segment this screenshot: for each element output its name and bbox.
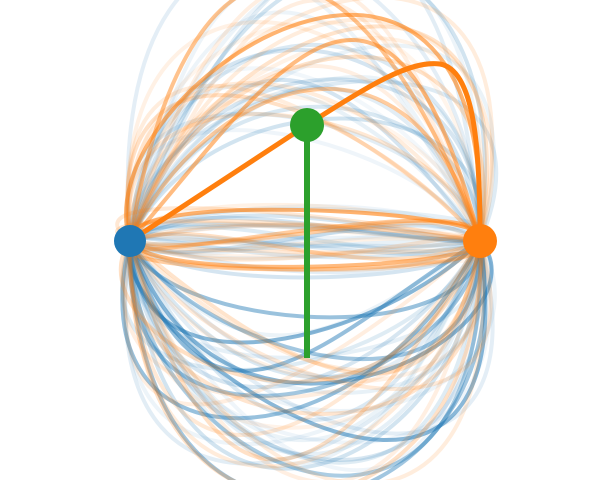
trajectory-curve — [128, 239, 482, 373]
trajectory-curve — [128, 239, 482, 465]
trajectory-curve — [128, 37, 482, 243]
trajectory-curve — [125, 128, 482, 243]
trajectory-curve — [128, 0, 495, 243]
trajectory-curve — [126, 239, 488, 442]
trajectory-curve — [128, 239, 487, 384]
trajectory-curve — [128, 77, 482, 243]
trajectory-curve — [128, 0, 482, 243]
trajectory-curve — [127, 239, 482, 430]
trajectory-curve — [128, 239, 482, 390]
trajectory-curve — [128, 239, 482, 376]
trajectory-curve — [128, 239, 493, 391]
trajectory-curve — [128, 239, 482, 437]
trajectory-curve — [128, 24, 489, 243]
trajectory-curve — [128, 238, 482, 251]
trajectory-curve — [128, 239, 482, 380]
trajectory-curve — [128, 239, 482, 462]
trajectory-curve — [128, 77, 483, 243]
trajectory-curve — [128, 0, 484, 243]
trajectory-curve — [127, 239, 482, 398]
trajectory-curve — [128, 83, 482, 243]
trajectory-curve — [128, 239, 483, 362]
trajectory-curve — [128, 239, 494, 386]
trajectory-curve — [122, 239, 482, 407]
trajectory-curve — [128, 215, 482, 243]
trajectory-curve — [128, 86, 482, 243]
trajectory-curve — [127, 239, 483, 480]
trajectory-curve — [128, 0, 482, 243]
trajectory-curve — [128, 223, 482, 244]
trajectory-curve — [128, 75, 482, 243]
node-right-orange — [463, 224, 497, 258]
trajectory-curve — [123, 239, 482, 466]
trajectory-curve — [120, 239, 482, 421]
trajectory-curve — [126, 239, 483, 416]
trajectory-curve — [128, 239, 485, 480]
trajectory-curve — [128, 239, 495, 436]
node-top-green — [290, 108, 324, 142]
trajectory-curve — [127, 239, 486, 360]
trajectory-curve — [128, 17, 495, 243]
trajectory-curve — [125, 93, 482, 243]
trajectory-curve — [120, 239, 482, 372]
trajectory-curve — [128, 85, 482, 243]
trajectory-curve — [127, 239, 483, 478]
trajectory-curve — [128, 239, 482, 380]
trajectory-curve — [128, 104, 483, 243]
trajectory-curve — [115, 218, 482, 243]
trajectory-curve — [124, 12, 483, 243]
trajectory-curve — [127, 239, 482, 469]
trajectory-curve — [126, 20, 482, 243]
trajectory-curve — [128, 231, 482, 261]
trajectory-curve — [128, 236, 482, 254]
trajectory-curve — [125, 0, 482, 243]
trajectory-curve — [128, 79, 499, 243]
trajectory-curve — [128, 239, 482, 471]
trajectory-curve — [128, 47, 482, 243]
trajectory-curve — [128, 93, 482, 243]
trajectory-curve — [128, 223, 482, 255]
trajectory-curve — [128, 213, 482, 243]
trajectory-curve — [126, 112, 482, 243]
trajectory-curve — [128, 10, 482, 243]
trajectory-curve — [126, 19, 482, 243]
trajectory-curve — [128, 239, 487, 480]
trajectory-curve — [128, 239, 483, 320]
trajectory-curve — [128, 239, 482, 480]
trajectory-curve — [128, 239, 482, 466]
trajectory-curve — [128, 116, 484, 243]
trajectory-curve — [120, 239, 484, 400]
trajectory-curve — [128, 224, 482, 254]
highlight-trajectory — [127, 61, 483, 244]
trajectory-curve — [128, 220, 482, 256]
orange-trajectory-group — [115, 0, 496, 480]
trajectory-curve — [118, 239, 482, 384]
trajectory-curve — [128, 239, 482, 338]
trajectory-curve — [128, 0, 487, 243]
trajectory-curve — [128, 239, 484, 462]
trajectory-curve — [128, 64, 482, 243]
trajectory-curve — [128, 43, 496, 243]
trajectory-curve — [126, 239, 483, 273]
trajectory-curve — [128, 0, 482, 243]
node-left-blue — [114, 225, 146, 257]
